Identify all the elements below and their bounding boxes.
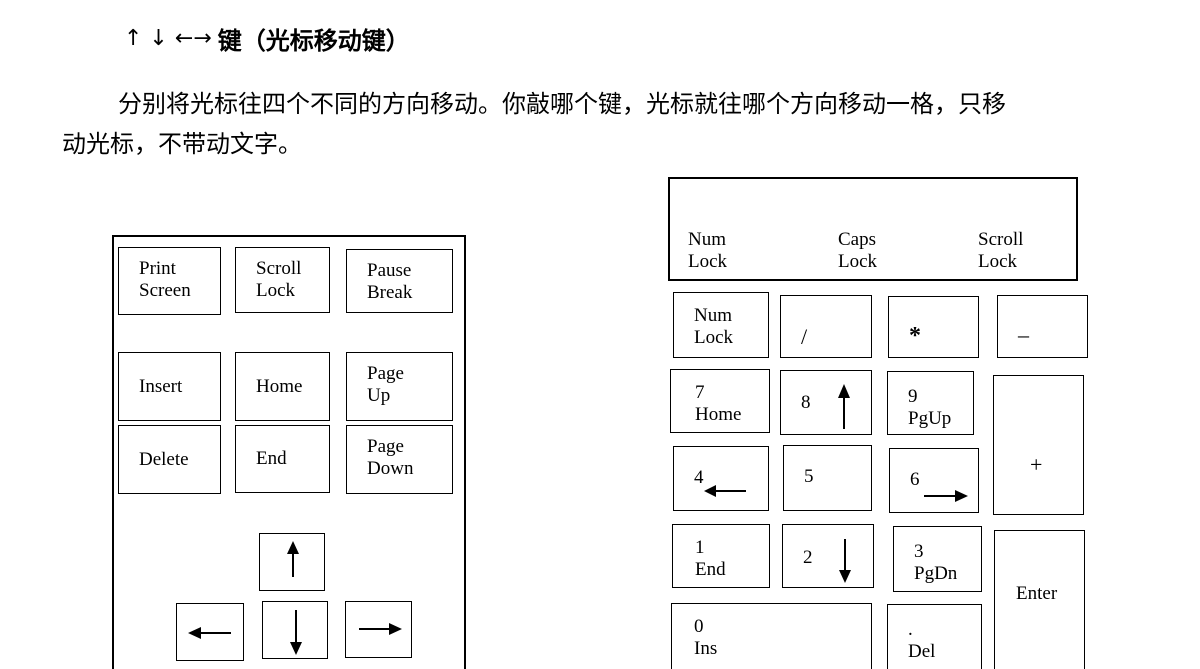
num-lock-indicator: Num Lock	[688, 229, 728, 272]
numpad-dot-del-key[interactable]: . Del	[887, 604, 982, 669]
numpad-5-label: 5	[804, 466, 814, 487]
down-arrow-key[interactable]	[262, 601, 328, 659]
insert-key[interactable]: Insert	[118, 352, 221, 421]
divide-label: /	[801, 324, 808, 349]
scroll-lock-indicator: Scroll Lock	[978, 229, 1024, 272]
numpad-0-label: 0 Ins	[694, 616, 718, 659]
left-arrow-icon	[704, 485, 746, 497]
up-arrow-icon	[287, 541, 299, 577]
heading-text: 键（光标移动键）	[217, 26, 410, 55]
numpad-2-label: 2	[803, 547, 813, 568]
numpad-num-lock-label: Num Lock	[694, 305, 734, 348]
section-heading: ↑ ↓ ←→ 键（光标移动键）	[124, 18, 410, 58]
numpad-7-home-key[interactable]: 7 Home	[670, 369, 770, 433]
pause-break-key[interactable]: Pause Break	[346, 249, 453, 313]
home-label: Home	[256, 375, 303, 397]
numpad-dot-label: . Del	[908, 619, 936, 662]
numpad-1-label: 1 End	[695, 537, 726, 580]
end-label: End	[256, 448, 287, 469]
scroll-lock-label: Scroll Lock	[256, 258, 302, 301]
left-arrow-key[interactable]	[176, 603, 244, 661]
print-screen-key[interactable]: Print Screen	[118, 247, 221, 315]
scroll-lock-key[interactable]: Scroll Lock	[235, 247, 330, 313]
print-screen-label: Print Screen	[139, 258, 191, 301]
numpad-2-down-key[interactable]: 2	[782, 524, 874, 588]
numpad-minus-key[interactable]: –	[997, 295, 1088, 358]
insert-label: Insert	[139, 375, 183, 397]
right-arrow-icon	[359, 623, 402, 635]
numpad-7-label: 7 Home	[695, 382, 742, 425]
down-arrow-icon	[290, 610, 302, 655]
indicator-light-panel	[668, 177, 1078, 281]
numpad-0-ins-key[interactable]: 0 Ins	[671, 603, 872, 669]
pause-break-label: Pause Break	[367, 260, 413, 303]
up-arrow-icon	[838, 384, 850, 429]
right-arrow-key[interactable]	[345, 601, 412, 658]
numpad-9-pgup-key[interactable]: 9 PgUp	[887, 371, 974, 435]
numpad-multiply-key[interactable]: *	[888, 296, 979, 358]
description-paragraph: 分别将光标往四个不同的方向移动。你敲哪个键，光标就往哪个方向移动一格，只移 动光…	[62, 84, 1162, 164]
left-arrow-icon	[188, 627, 231, 639]
multiply-label: *	[909, 323, 921, 349]
numpad-5-key[interactable]: 5	[783, 445, 872, 511]
numpad-6-label: 6	[910, 469, 920, 490]
page-up-label: Page Up	[367, 363, 404, 406]
end-key[interactable]: End	[235, 425, 330, 493]
numpad-enter-key[interactable]: Enter	[994, 530, 1085, 669]
numpad-9-label: 9 PgUp	[908, 386, 952, 429]
minus-label: –	[1018, 322, 1029, 347]
numpad-divide-key[interactable]: /	[780, 295, 872, 358]
numpad-3-label: 3 PgDn	[914, 541, 958, 584]
paragraph-line-1: 分别将光标往四个不同的方向移动。你敲哪个键，光标就往哪个方向移动一格，只移	[118, 90, 1006, 118]
numpad-4-label: 4	[694, 467, 704, 488]
numpad-num-lock-key[interactable]: Num Lock	[673, 292, 769, 358]
numpad-8-label: 8	[801, 392, 811, 413]
navigation-key-panel	[112, 235, 466, 669]
page-down-label: Page Down	[367, 436, 414, 479]
caps-lock-indicator: Caps Lock	[838, 229, 878, 272]
numpad-plus-key[interactable]: +	[993, 375, 1084, 515]
paragraph-line-2: 动光标，不带动文字。	[62, 130, 302, 158]
numpad-4-left-key[interactable]: 4	[673, 446, 769, 511]
numpad-8-up-key[interactable]: 8	[780, 370, 872, 435]
plus-label: +	[1030, 452, 1043, 477]
up-arrow-key[interactable]	[259, 533, 325, 591]
delete-label: Delete	[139, 448, 189, 470]
delete-key[interactable]: Delete	[118, 425, 221, 494]
right-arrow-icon	[924, 490, 968, 502]
home-key[interactable]: Home	[235, 352, 330, 421]
down-arrow-icon	[839, 539, 851, 583]
numpad-1-end-key[interactable]: 1 End	[672, 524, 770, 588]
arrow-keys-glyphs: ↑ ↓ ←→	[124, 25, 212, 51]
page-down-key[interactable]: Page Down	[346, 425, 453, 494]
enter-label: Enter	[1016, 583, 1058, 604]
numpad-6-right-key[interactable]: 6	[889, 448, 979, 513]
page-up-key[interactable]: Page Up	[346, 352, 453, 421]
numpad-3-pgdn-key[interactable]: 3 PgDn	[893, 526, 982, 592]
